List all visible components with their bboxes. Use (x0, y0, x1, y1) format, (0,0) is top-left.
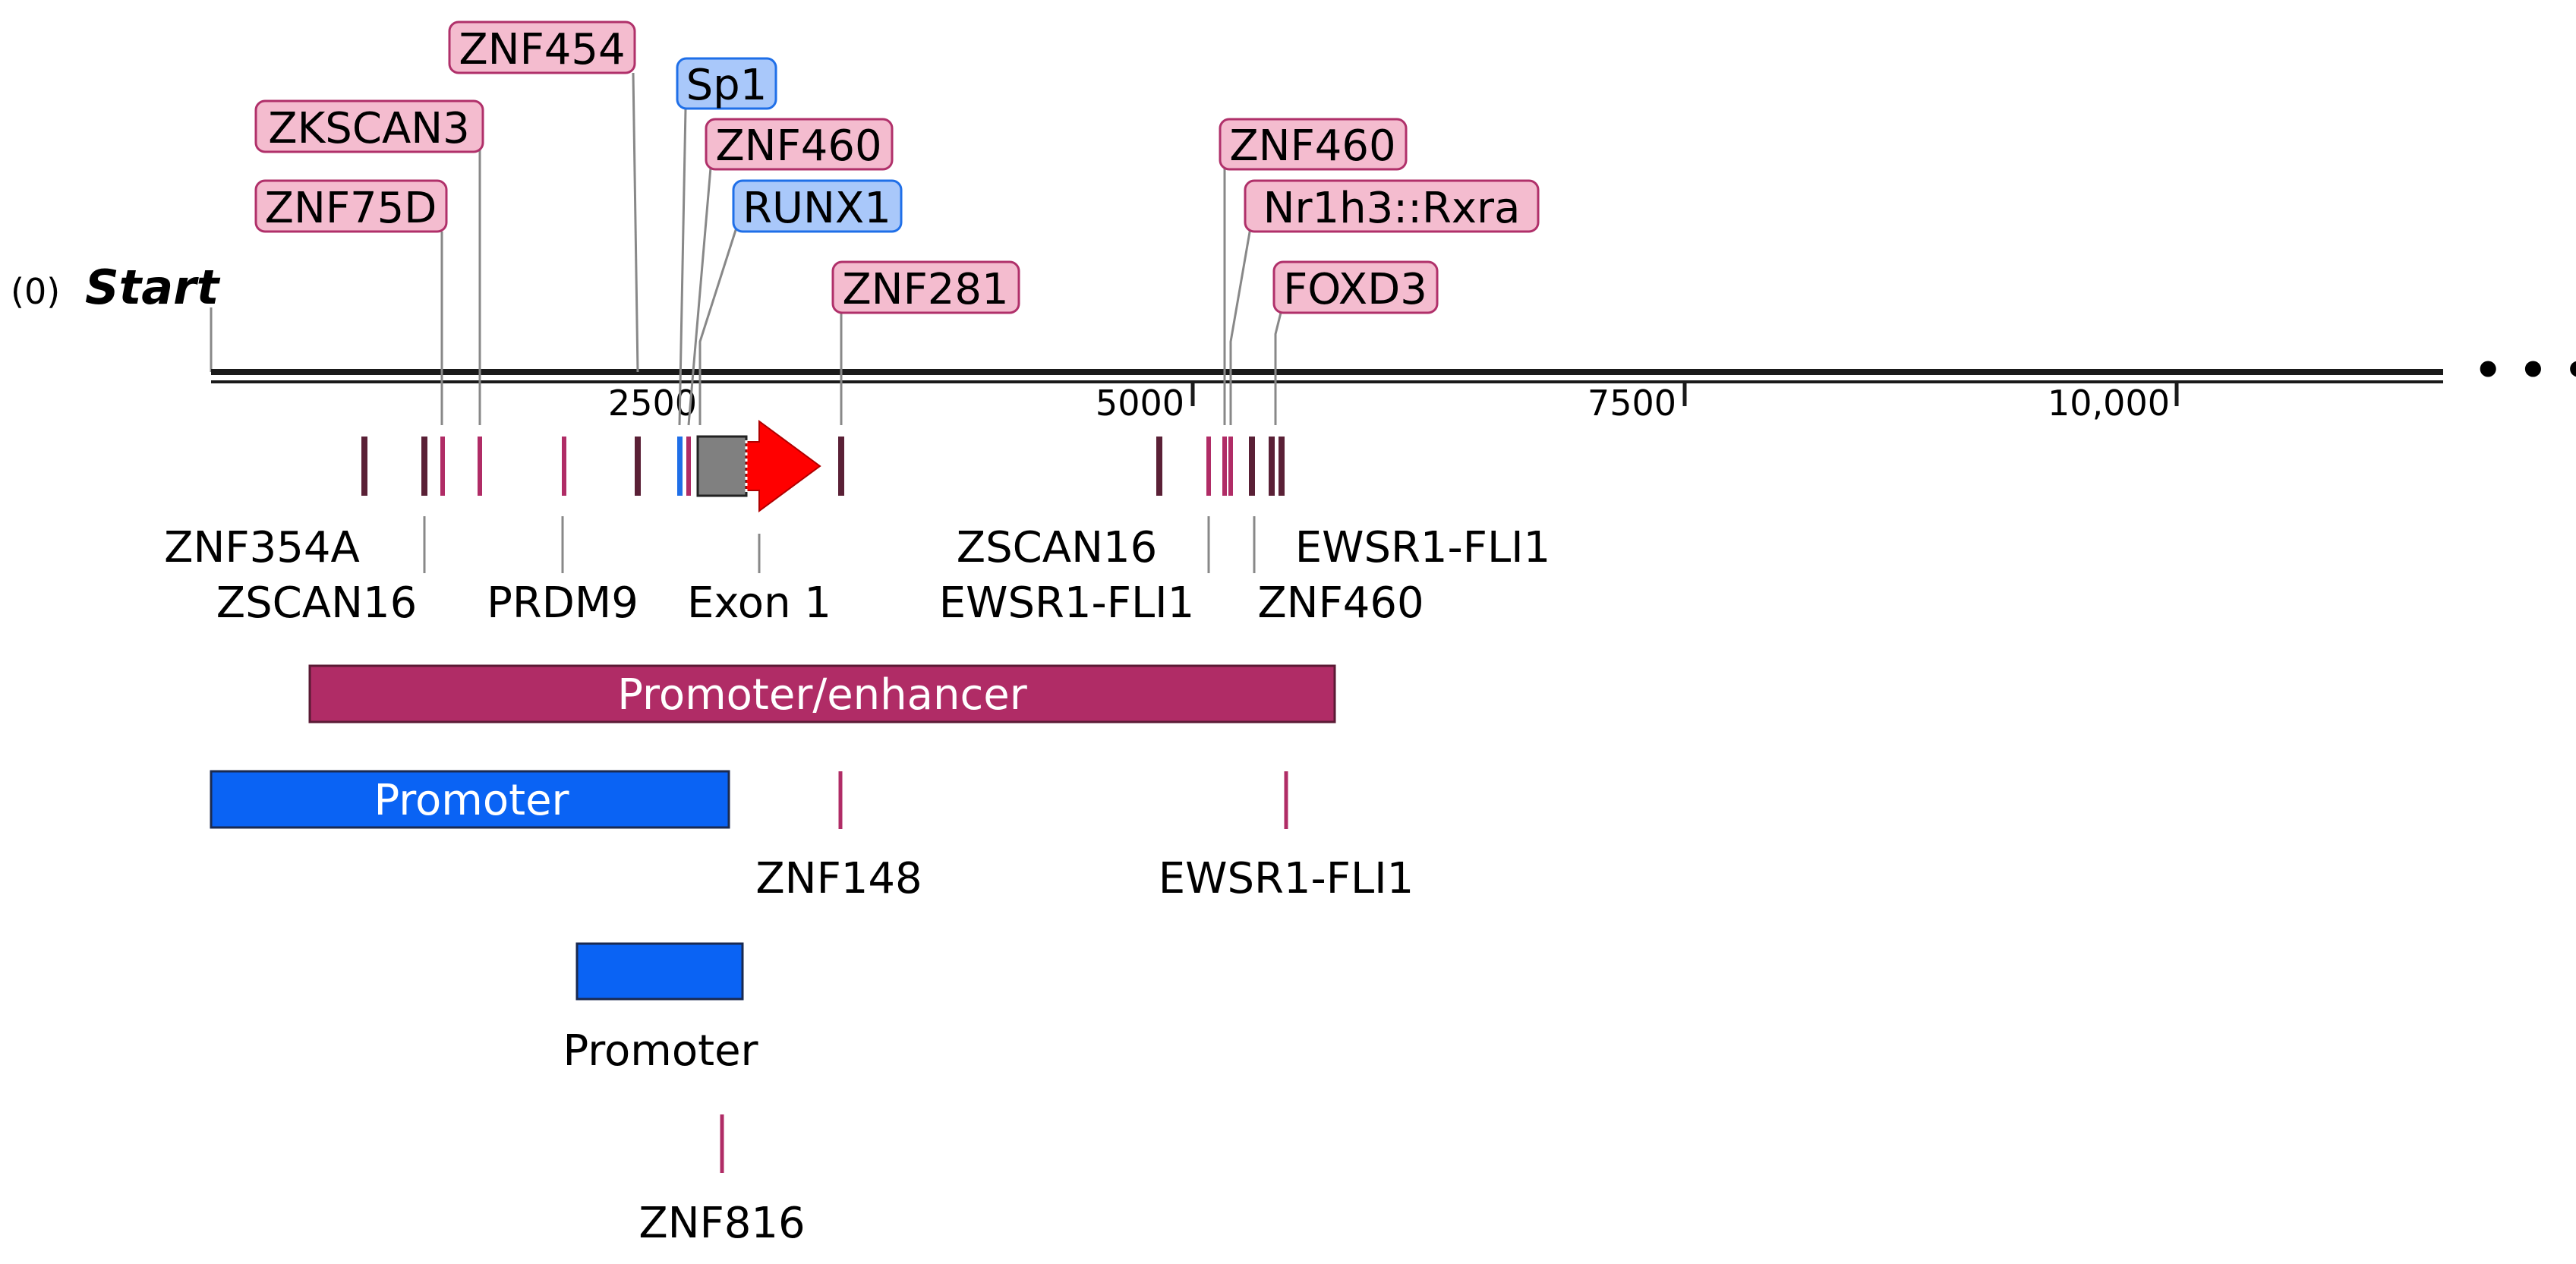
origin-index: (0) (11, 271, 60, 312)
leader-runx1 (698, 227, 738, 425)
top-label-zkscan3: ZKSCAN3 (254, 99, 484, 153)
bottom-label-znf354a: ZNF354A (164, 523, 360, 572)
lower-label-znf816: ZNF816 (638, 1199, 805, 1248)
label-text: Sp1 (686, 61, 768, 110)
site-marker (635, 437, 641, 496)
axis-tick-label: 7500 (1588, 383, 1676, 424)
leader-sp1 (678, 108, 687, 426)
site-marker (421, 437, 427, 496)
leader-znf454 (632, 72, 639, 373)
site-marker (1156, 437, 1162, 496)
label-box (1272, 260, 1439, 314)
bottom-label-zscan16: ZSCAN16 (216, 578, 417, 628)
site-marker (1228, 437, 1233, 496)
bottom-label-ewsr1-fli1: EWSR1-FLI1 (1295, 523, 1551, 572)
label-text: ZNF460 (1229, 121, 1395, 171)
label-text: ZKSCAN3 (268, 104, 470, 153)
bottom-label-prdm9: PRDM9 (487, 578, 638, 628)
top-label-foxd3: FOXD3 (1272, 260, 1439, 314)
bottom-label-znf460: ZNF460 (1257, 578, 1424, 628)
label-text: FOXD3 (1283, 265, 1427, 314)
top-label-sp1: Sp1 (676, 57, 777, 110)
bottom-label-zscan16: ZSCAN16 (957, 523, 1157, 572)
site-marker (478, 437, 482, 496)
leader-foxd3 (1274, 312, 1282, 425)
region-promoter-2-label: Promoter (563, 1026, 758, 1076)
region-promoter-2 (575, 942, 744, 1001)
axis-continuation: • • • (2474, 344, 2576, 397)
site-marker (1269, 437, 1275, 496)
region-bar (308, 664, 1336, 723)
lower-label-ewsr1-fli1: EWSR1-FLI1 (1159, 854, 1414, 903)
label-box (448, 20, 636, 74)
top-label-znf454: ZNF454 (448, 20, 636, 74)
region-bar (575, 942, 744, 1001)
exon-1-block (696, 420, 821, 512)
axis-tick-label: 5000 (1096, 383, 1184, 424)
top-label-znf460-a: ZNF460 (705, 118, 894, 171)
region-label: Promoter/enhancer (617, 670, 1027, 720)
label-box (676, 57, 777, 110)
site-marker (562, 437, 566, 496)
label-box (705, 118, 894, 171)
region-promoter-enhancer: Promoter/enhancer (308, 664, 1336, 723)
label-box (732, 179, 903, 233)
site-marker (1206, 437, 1211, 496)
site-marker (677, 437, 683, 496)
site-marker (686, 437, 691, 496)
top-label-znf281: ZNF281 (831, 260, 1020, 314)
label-text: RUNX1 (743, 184, 891, 233)
label-box (831, 260, 1020, 314)
label-box (1219, 118, 1408, 171)
label-text: ZNF454 (459, 25, 625, 74)
label-box (254, 179, 448, 233)
site-marker (1222, 437, 1227, 496)
top-label-runx1: RUNX1 (732, 179, 903, 233)
label-text: Nr1h3::Rxra (1263, 184, 1521, 233)
site-marker (1279, 437, 1285, 496)
bottom-label-ewsr1-fli1: EWSR1-FLI1 (939, 578, 1195, 628)
leader-znf460-a (687, 167, 712, 426)
axis-tick-label: 10,000 (2048, 383, 2170, 424)
label-text: ZNF281 (842, 265, 1008, 314)
label-box (254, 99, 484, 153)
bottom-label-exon-1: Exon 1 (687, 578, 831, 628)
site-marker (361, 437, 367, 496)
origin-label: Start (85, 260, 221, 315)
bottom-leaders (423, 516, 1256, 573)
axis-tick-label: 2500 (608, 383, 697, 424)
transcription-arrow-icon (746, 420, 821, 512)
label-box (1244, 179, 1540, 233)
region-bar (210, 770, 730, 829)
site-marker (1249, 437, 1255, 496)
exon-box (696, 435, 748, 497)
site-marker (440, 437, 445, 496)
top-label-nr1h3-rxra: Nr1h3::Rxra (1244, 179, 1540, 233)
top-label-znf460-b: ZNF460 (1219, 118, 1408, 171)
top-label-znf75d: ZNF75D (254, 179, 448, 233)
top-leaders (440, 72, 1282, 426)
site-marker (838, 437, 844, 496)
site-markers (361, 437, 1285, 496)
leader-nr1h3-rxra (1229, 227, 1252, 425)
region-label: Promoter (374, 776, 569, 825)
lower-label-znf148: ZNF148 (755, 854, 922, 903)
region-promoter-1: Promoter (210, 770, 730, 829)
label-text: ZNF75D (265, 184, 437, 233)
label-text: ZNF460 (715, 121, 881, 171)
